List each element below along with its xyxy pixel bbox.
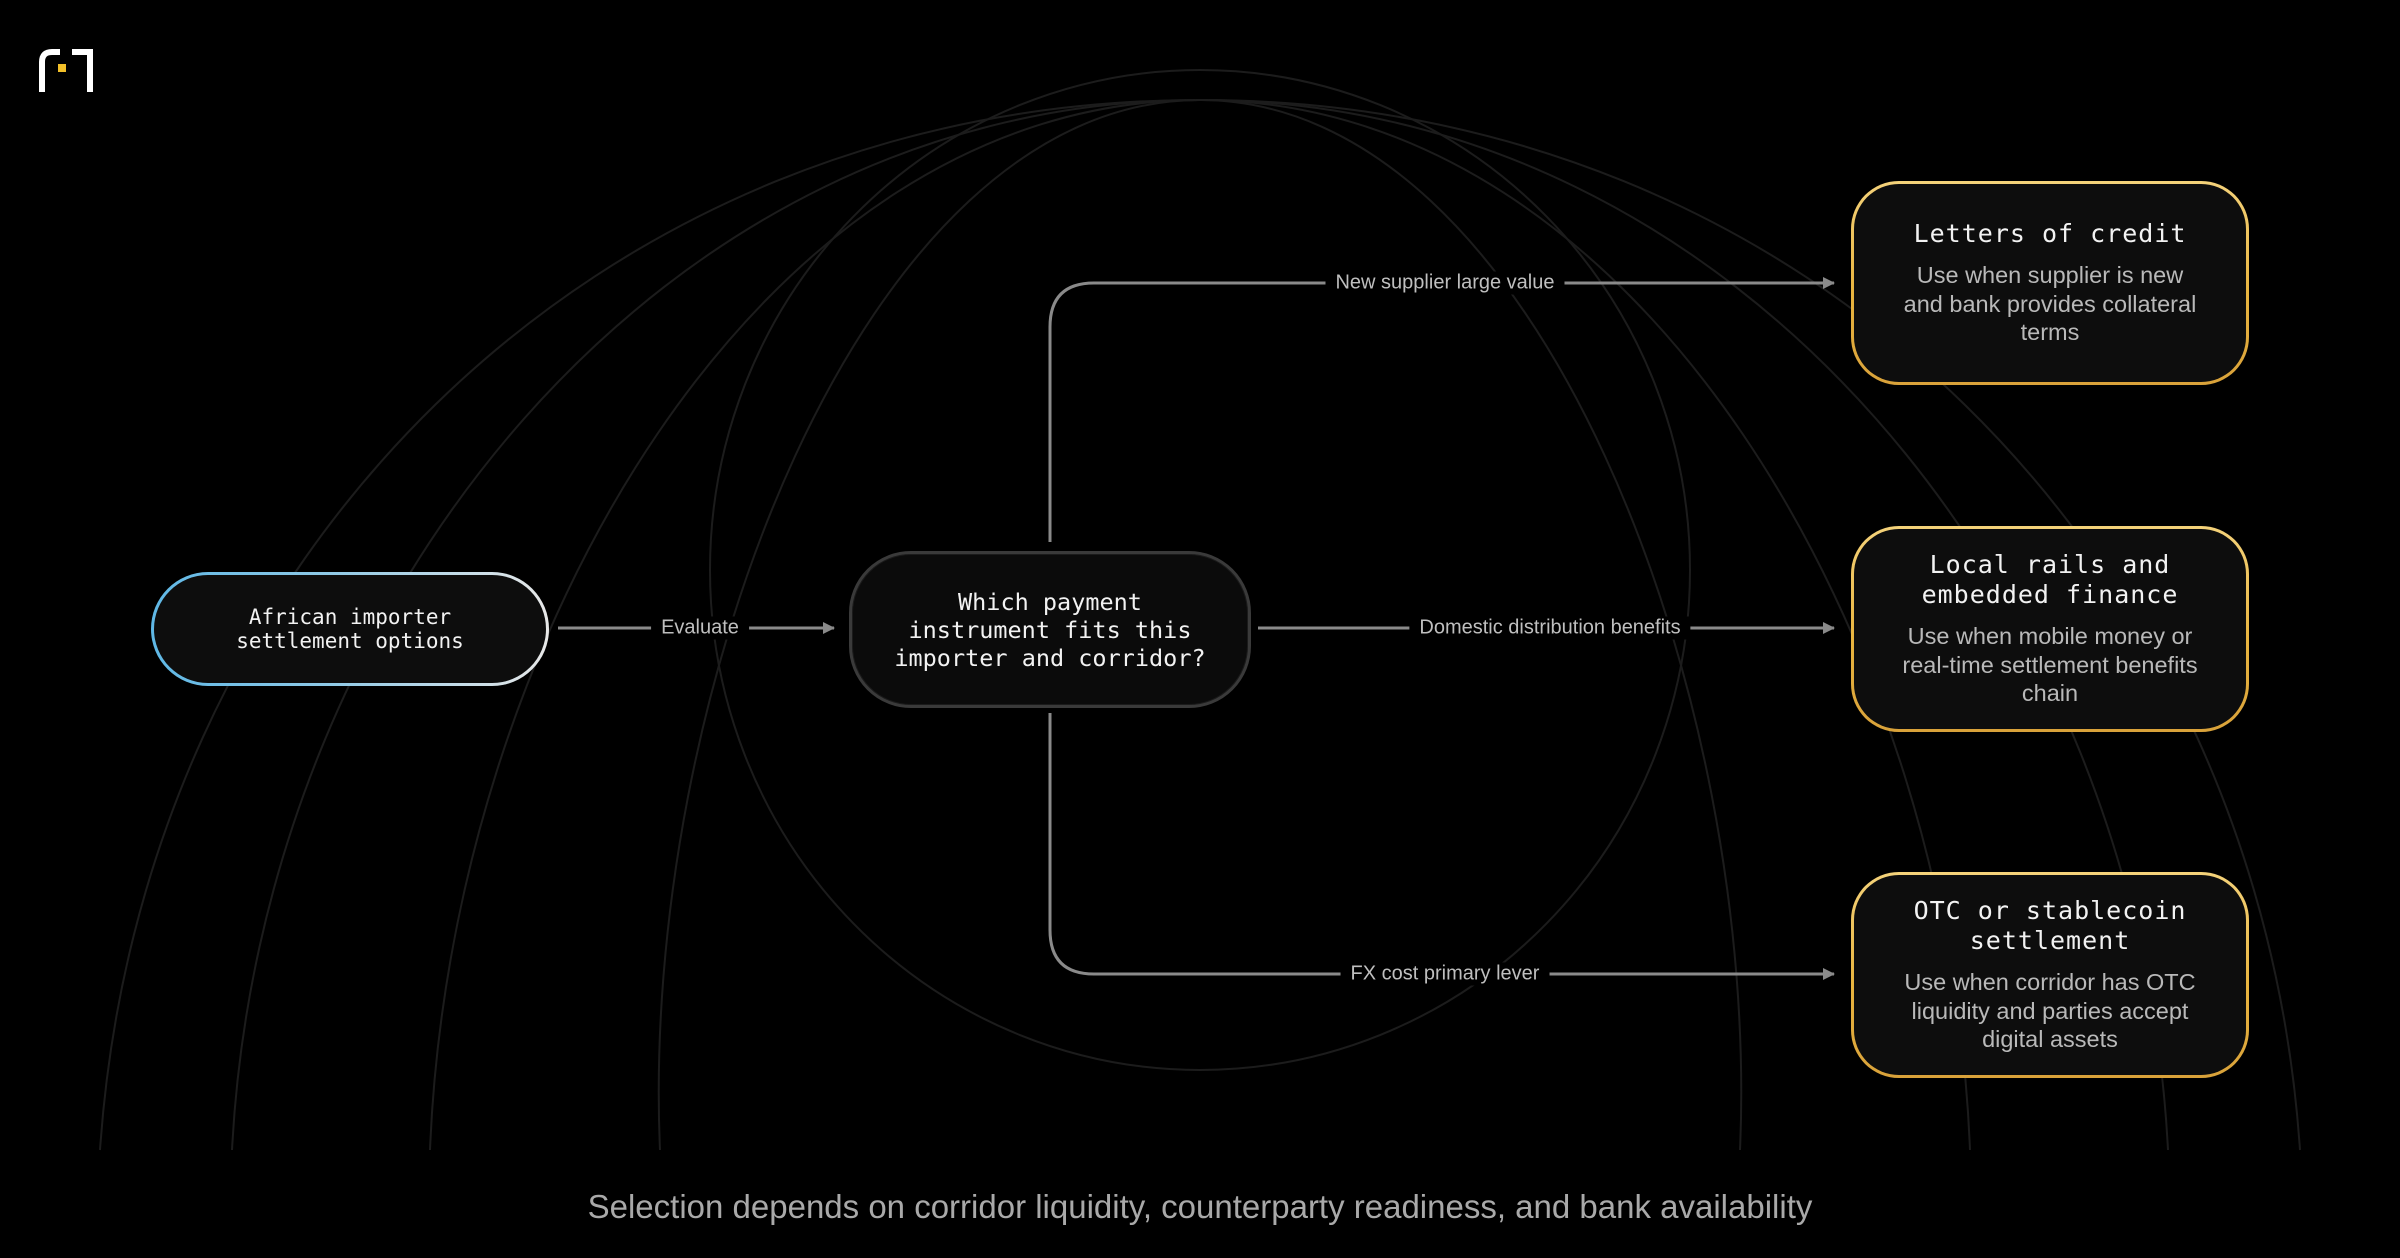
brand-logo-icon [39,49,93,92]
outcome-local-rails: Local rails and embedded finance Use whe… [1851,526,2249,732]
edge-label-domestic: Domestic distribution benefits [1409,616,1691,640]
outcome-letters-of-credit: Letters of credit Use when supplier is n… [1851,181,2249,385]
edge-label-new-supplier: New supplier large value [1325,271,1565,295]
outcome-description: Use when corridor has OTC liquidity and … [1904,969,2196,1053]
start-node-label: African importer settlement options [236,605,464,653]
outcome-title: Local rails and embedded finance [1921,550,2179,610]
decision-node: Which payment instrument fits this impor… [849,551,1251,708]
footer-caption: Selection depends on corridor liquidity,… [587,1188,1813,1225]
outcome-description: Use when mobile money or real-time settl… [1902,623,2198,707]
edge-new-supplier [1048,277,1835,542]
start-node: African importer settlement options [151,572,549,686]
decision-node-label: Which payment instrument fits this impor… [894,587,1206,672]
outcome-otc-stablecoin: OTC or stablecoin settlement Use when co… [1851,872,2249,1078]
edge-fx-cost [1048,713,1835,980]
outcome-title: OTC or stablecoin settlement [1913,896,2187,956]
outcome-title: Letters of credit [1913,219,2187,249]
outcome-description: Use when supplier is new and bank provid… [1903,262,2197,346]
edge-label-fx-cost: FX cost primary lever [1340,962,1550,986]
edge-label-evaluate: Evaluate [651,616,749,640]
